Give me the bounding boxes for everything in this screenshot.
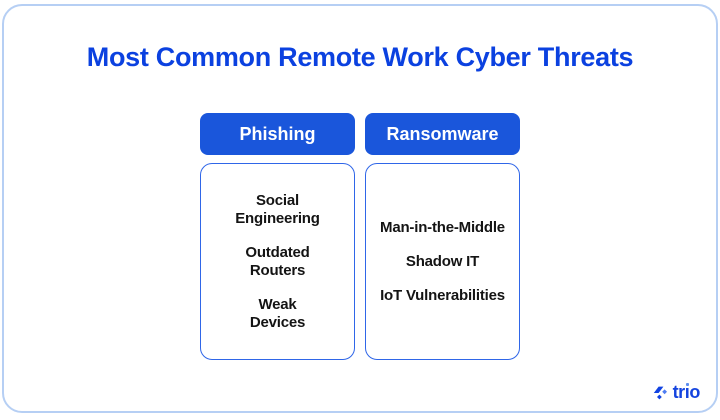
trio-logo-icon <box>653 386 667 399</box>
ransomware-items-box: Man-in-the-Middle Shadow IT IoT Vulnerab… <box>365 163 520 360</box>
logo-letter-i-stem: ı <box>684 382 690 402</box>
column-phishing: Phishing Social Engineering Outdated Rou… <box>200 113 355 360</box>
page-title: Most Common Remote Work Cyber Threats <box>86 42 634 72</box>
logo-letter-i: ı <box>685 382 690 403</box>
logo-letter-o: o <box>689 382 700 402</box>
logo-letters-tr: tr <box>672 382 686 402</box>
outer-card <box>2 4 718 413</box>
list-item: Shadow IT <box>405 252 480 270</box>
phishing-items-box: Social Engineering Outdated Routers Weak… <box>200 163 355 360</box>
list-item: Weak Devices <box>249 295 306 331</box>
list-item: Man-in-the-Middle <box>380 218 505 236</box>
list-item: Social Engineering <box>235 191 320 227</box>
logo-i-dot <box>685 383 689 386</box>
ransomware-header-button[interactable]: Ransomware <box>365 113 520 155</box>
column-ransomware: Ransomware Man-in-the-Middle Shadow IT I… <box>365 113 520 360</box>
phishing-header-button[interactable]: Phishing <box>200 113 355 155</box>
list-item: Outdated Routers <box>245 243 310 279</box>
list-item: IoT Vulnerabilities <box>380 286 505 304</box>
threat-columns: Phishing Social Engineering Outdated Rou… <box>0 113 720 360</box>
